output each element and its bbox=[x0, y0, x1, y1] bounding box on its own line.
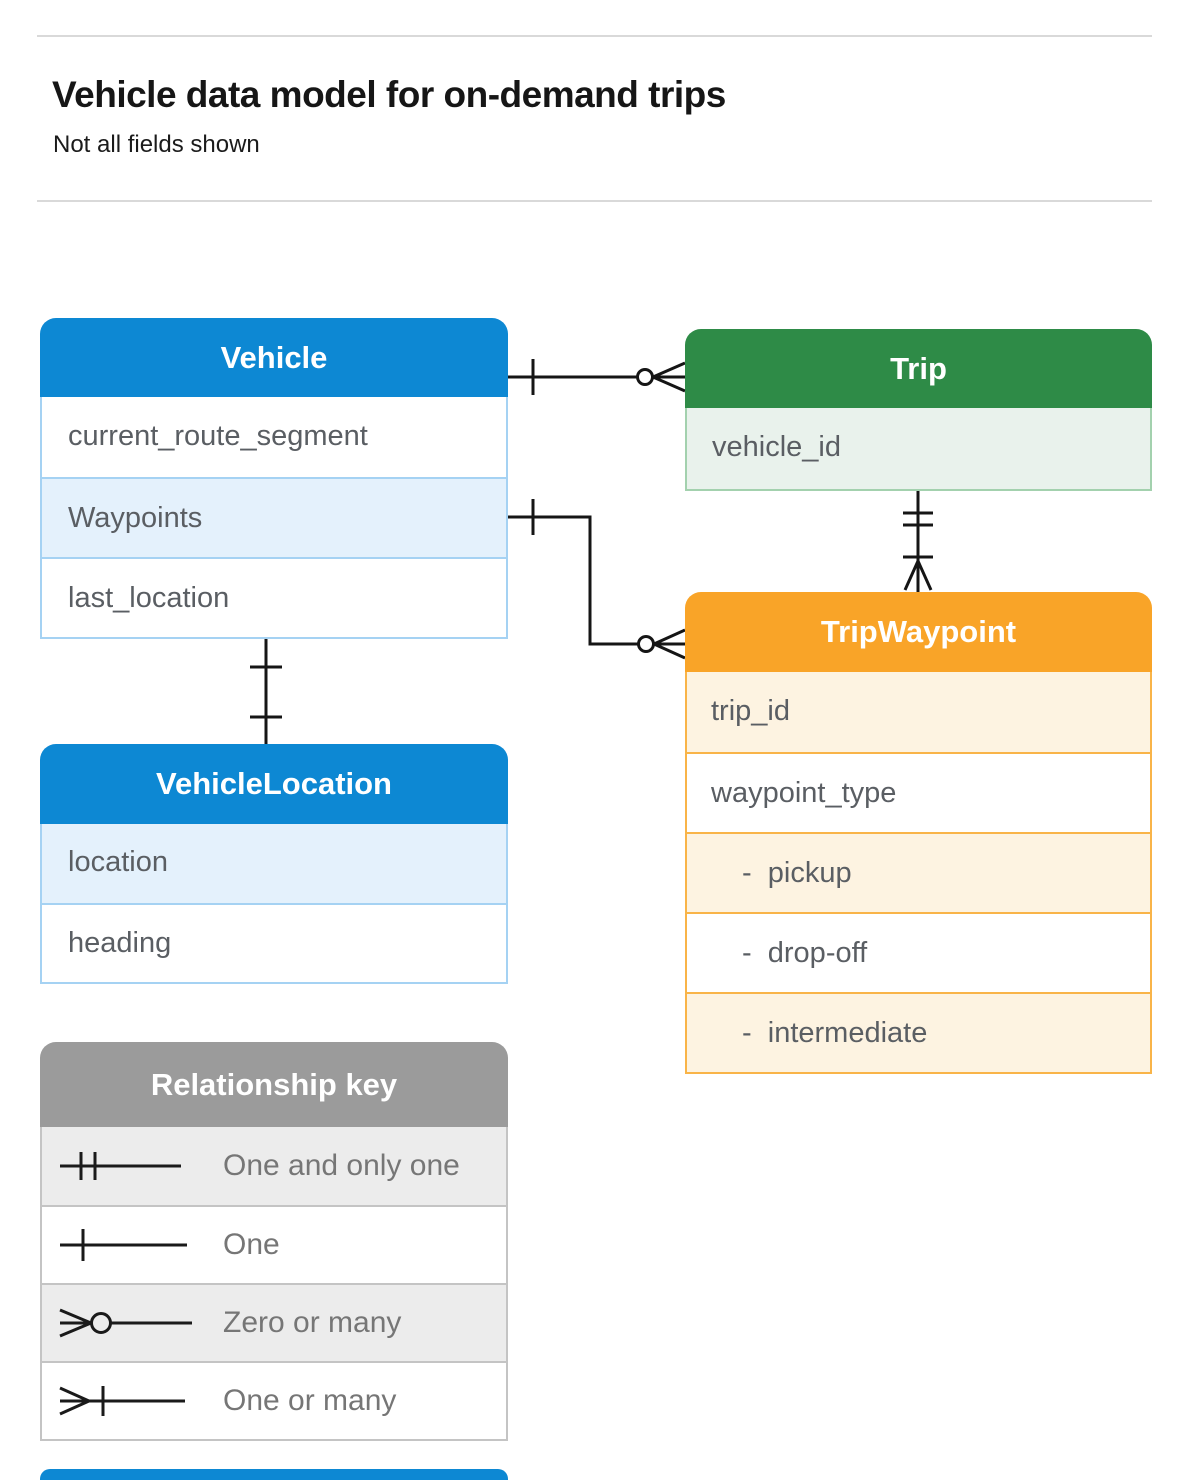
tripwaypoint-table: TripWaypoint trip_id waypoint_type - pic… bbox=[685, 592, 1152, 1074]
top-divider bbox=[37, 35, 1152, 37]
field-last-location: last_location bbox=[42, 557, 506, 637]
field-waypoint-type: waypoint_type bbox=[687, 752, 1150, 832]
page-title: Vehicle data model for on-demand trips bbox=[52, 74, 726, 115]
field-heading: heading bbox=[42, 903, 506, 982]
relationship-key-header: Relationship key bbox=[40, 1042, 508, 1127]
tripwaypoint-table-header: TripWaypoint bbox=[685, 592, 1152, 672]
zero-or-many-symbol bbox=[59, 1308, 192, 1338]
one-or-many-symbol bbox=[59, 1386, 185, 1416]
key-label: One or many bbox=[223, 1384, 397, 1417]
vehiclelocation-table-header: VehicleLocation bbox=[40, 744, 508, 824]
key-row-one: One bbox=[42, 1205, 506, 1283]
connector-vehicle-trip bbox=[508, 359, 686, 395]
relationship-key: Relationship key One and only one One bbox=[40, 1042, 508, 1441]
key-label: One and only one bbox=[223, 1149, 460, 1182]
field-current-route-segment: current_route_segment bbox=[42, 397, 506, 477]
vehiclelocation-table: VehicleLocation location heading bbox=[40, 744, 508, 984]
vehicle-table: Vehicle current_route_segment Waypoints … bbox=[40, 318, 508, 639]
field-waypoint-type-drop-off: - drop-off bbox=[687, 912, 1150, 992]
key-row-one-or-many: One or many bbox=[42, 1361, 506, 1439]
vehiclelocation-table-rows: location heading bbox=[40, 824, 508, 984]
field-waypoints: Waypoints bbox=[42, 477, 506, 557]
header-divider bbox=[37, 200, 1152, 202]
key-label: One bbox=[223, 1228, 280, 1261]
vehicle-table-rows: current_route_segment Waypoints last_loc… bbox=[40, 397, 508, 639]
field-trip-id: trip_id bbox=[687, 672, 1150, 752]
field-waypoint-type-intermediate: - intermediate bbox=[687, 992, 1150, 1072]
tripwaypoint-table-rows: trip_id waypoint_type - pickup - drop-of… bbox=[685, 672, 1152, 1074]
relationship-key-rows: One and only one One Zero or many bbox=[40, 1127, 508, 1441]
one-and-only-one-symbol bbox=[60, 1152, 181, 1180]
key-label: Zero or many bbox=[223, 1306, 402, 1339]
page-subtitle: Not all fields shown bbox=[53, 131, 260, 158]
trip-table: Trip vehicle_id bbox=[685, 329, 1152, 491]
connector-vehicle-vehiclelocation bbox=[250, 637, 282, 744]
trip-table-header: Trip bbox=[685, 329, 1152, 408]
field-vehicle-id: vehicle_id bbox=[687, 408, 1150, 489]
one-symbol bbox=[60, 1229, 187, 1261]
key-row-one-and-only-one: One and only one bbox=[42, 1127, 506, 1205]
vehicle-table-header: Vehicle bbox=[40, 318, 508, 397]
field-waypoint-type-pickup: - pickup bbox=[687, 832, 1150, 912]
cropped-next-table-header bbox=[40, 1469, 508, 1480]
connector-waypoints-tripwaypoint bbox=[508, 499, 686, 660]
field-location: location bbox=[42, 824, 506, 903]
trip-table-rows: vehicle_id bbox=[685, 408, 1152, 491]
connector-trip-tripwaypoint bbox=[903, 489, 933, 592]
key-row-zero-or-many: Zero or many bbox=[42, 1283, 506, 1361]
